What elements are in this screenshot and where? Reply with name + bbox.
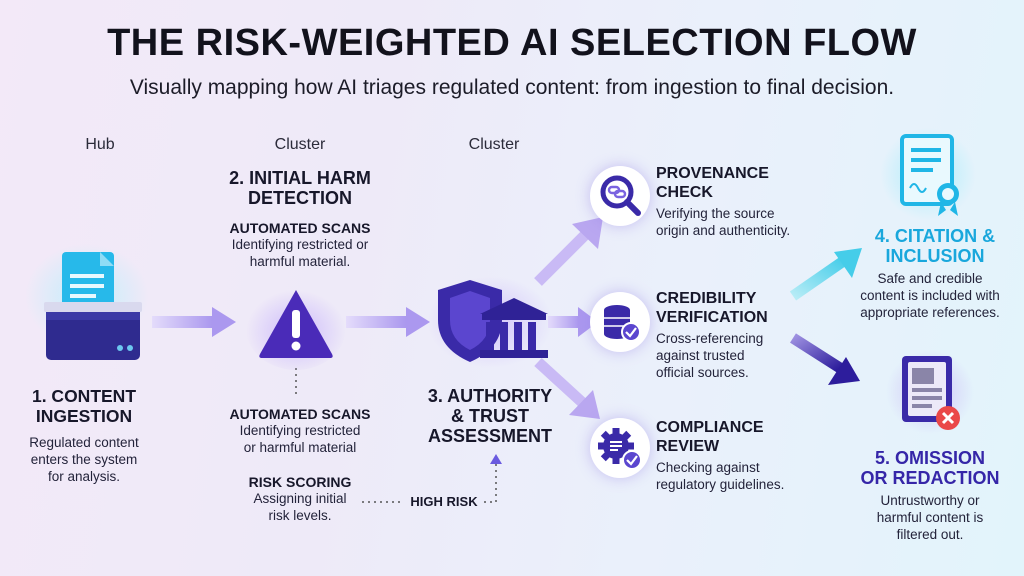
ingestion-title-line: 1. CONTENT (31, 386, 137, 406)
arrow-to-provenance (534, 217, 603, 286)
harm-scan-top-desc: Identifying restricted or (231, 237, 369, 252)
authority-title-line: ASSESSMENT (427, 426, 553, 446)
harm-scan-top-desc: harmful material. (249, 254, 351, 269)
warning-icon (246, 280, 346, 370)
credibility-desc-line: official sources. (656, 365, 749, 380)
ingestion-title: 1. CONTENT INGESTION (14, 386, 154, 426)
omission-desc-line: filtered out. (896, 527, 964, 542)
risk-scoring: RISK SCORING Assigning initial risk leve… (200, 474, 400, 524)
omission-desc-line: Untrustworthy or (880, 493, 980, 508)
citation-description: Safe and credible content is included wi… (840, 270, 1020, 321)
arrow-to-compliance (534, 357, 600, 419)
arrow-to-credibility (548, 307, 598, 337)
harm-scan-bottom-title: AUTOMATED SCANS (229, 406, 371, 422)
high-risk-label: HIGH RISK (410, 494, 478, 509)
risk-scoring-title: RISK SCORING (248, 474, 352, 490)
credibility-title-line: CREDIBILITY (656, 290, 757, 307)
harm-scan-bottom-desc: or harmful material (243, 440, 357, 455)
omission-description: Untrustworthy or harmful content is filt… (850, 492, 1010, 543)
column-header-hub: Hub (85, 136, 115, 153)
credibility-title-line: VERIFICATION (656, 309, 768, 326)
shield-bank-icon (428, 276, 552, 368)
omission-title-line: OR REDACTION (860, 468, 1000, 488)
risk-scoring-desc: risk levels. (268, 508, 332, 523)
ingestion-description: Regulated content enters the system for … (14, 434, 154, 485)
omission-desc-line: harmful content is (876, 510, 984, 525)
credibility-desc-line: against trusted (656, 348, 745, 363)
authority-title-line: & TRUST (451, 406, 529, 426)
compliance-title-line: REVIEW (656, 438, 720, 455)
ingestion-icon (22, 244, 152, 376)
provenance-title-line: PROVENANCE (656, 165, 769, 182)
provenance-desc-line: origin and authenticity. (656, 223, 791, 238)
citation-desc-line: appropriate references. (860, 305, 1000, 320)
ingestion-desc-line: Regulated content (29, 435, 139, 450)
ingestion-title-line: INGESTION (35, 406, 133, 426)
provenance-title-line: CHECK (656, 184, 713, 201)
column-header-cluster-2: Cluster (468, 136, 520, 153)
provenance-text: PROVENANCE CHECK Verifying the source or… (656, 164, 826, 239)
credibility-desc-line: Cross-referencing (656, 331, 764, 346)
citation-title-line: 4. CITATION & (874, 226, 996, 246)
arrow-to-omission (790, 333, 860, 385)
arrow-harm-to-authority (346, 307, 430, 337)
column-header-cluster-1: Cluster (274, 136, 326, 153)
gear-check-icon (590, 418, 650, 478)
authority-title-line: 3. AUTHORITY (427, 386, 553, 406)
citation-title: 4. CITATION & INCLUSION (855, 226, 1015, 266)
harm-scan-top-title: AUTOMATED SCANS (229, 220, 371, 236)
certificate-icon (880, 128, 980, 224)
citation-title-line: INCLUSION (885, 246, 985, 266)
page-subtitle: Visually mapping how AI triages regulate… (129, 76, 895, 99)
provenance-desc-line: Verifying the source (656, 206, 775, 221)
harm-title: 2. INITIAL HARM DETECTION (200, 168, 400, 208)
provenance-icon (590, 166, 650, 226)
authority-title: 3. AUTHORITY & TRUST ASSESSMENT (410, 386, 570, 446)
harm-scan-bottom-desc: Identifying restricted (239, 423, 361, 438)
page-title: THE RISK-WEIGHTED AI SELECTION FLOW (107, 22, 917, 64)
compliance-desc-line: regulatory guidelines. (656, 477, 785, 492)
omission-title-line: 5. OMISSION (874, 448, 986, 468)
redacted-document-icon (886, 348, 976, 438)
risk-scoring-desc: Assigning initial (253, 491, 347, 506)
harm-title-line: 2. INITIAL HARM (229, 168, 371, 188)
ingestion-desc-line: for analysis. (47, 469, 121, 484)
compliance-desc-line: Checking against (656, 460, 760, 475)
arrow-ingestion-to-harm (152, 307, 236, 337)
harm-scan-top: AUTOMATED SCANS Identifying restricted o… (200, 220, 400, 270)
high-risk-connector (362, 454, 502, 503)
database-check-icon (590, 292, 650, 352)
ingestion-desc-line: enters the system (30, 452, 138, 467)
harm-scan-bottom: AUTOMATED SCANS Identifying restricted o… (200, 406, 400, 456)
omission-title: 5. OMISSION OR REDACTION (850, 448, 1010, 488)
credibility-text: CREDIBILITY VERIFICATION Cross-referenci… (656, 289, 826, 381)
citation-desc-line: Safe and credible (877, 271, 983, 286)
compliance-text: COMPLIANCE REVIEW Checking against regul… (656, 418, 826, 493)
compliance-title-line: COMPLIANCE (656, 419, 764, 436)
citation-desc-line: content is included with (860, 288, 1000, 303)
arrow-to-citation (789, 248, 862, 301)
harm-title-line: DETECTION (247, 188, 352, 208)
